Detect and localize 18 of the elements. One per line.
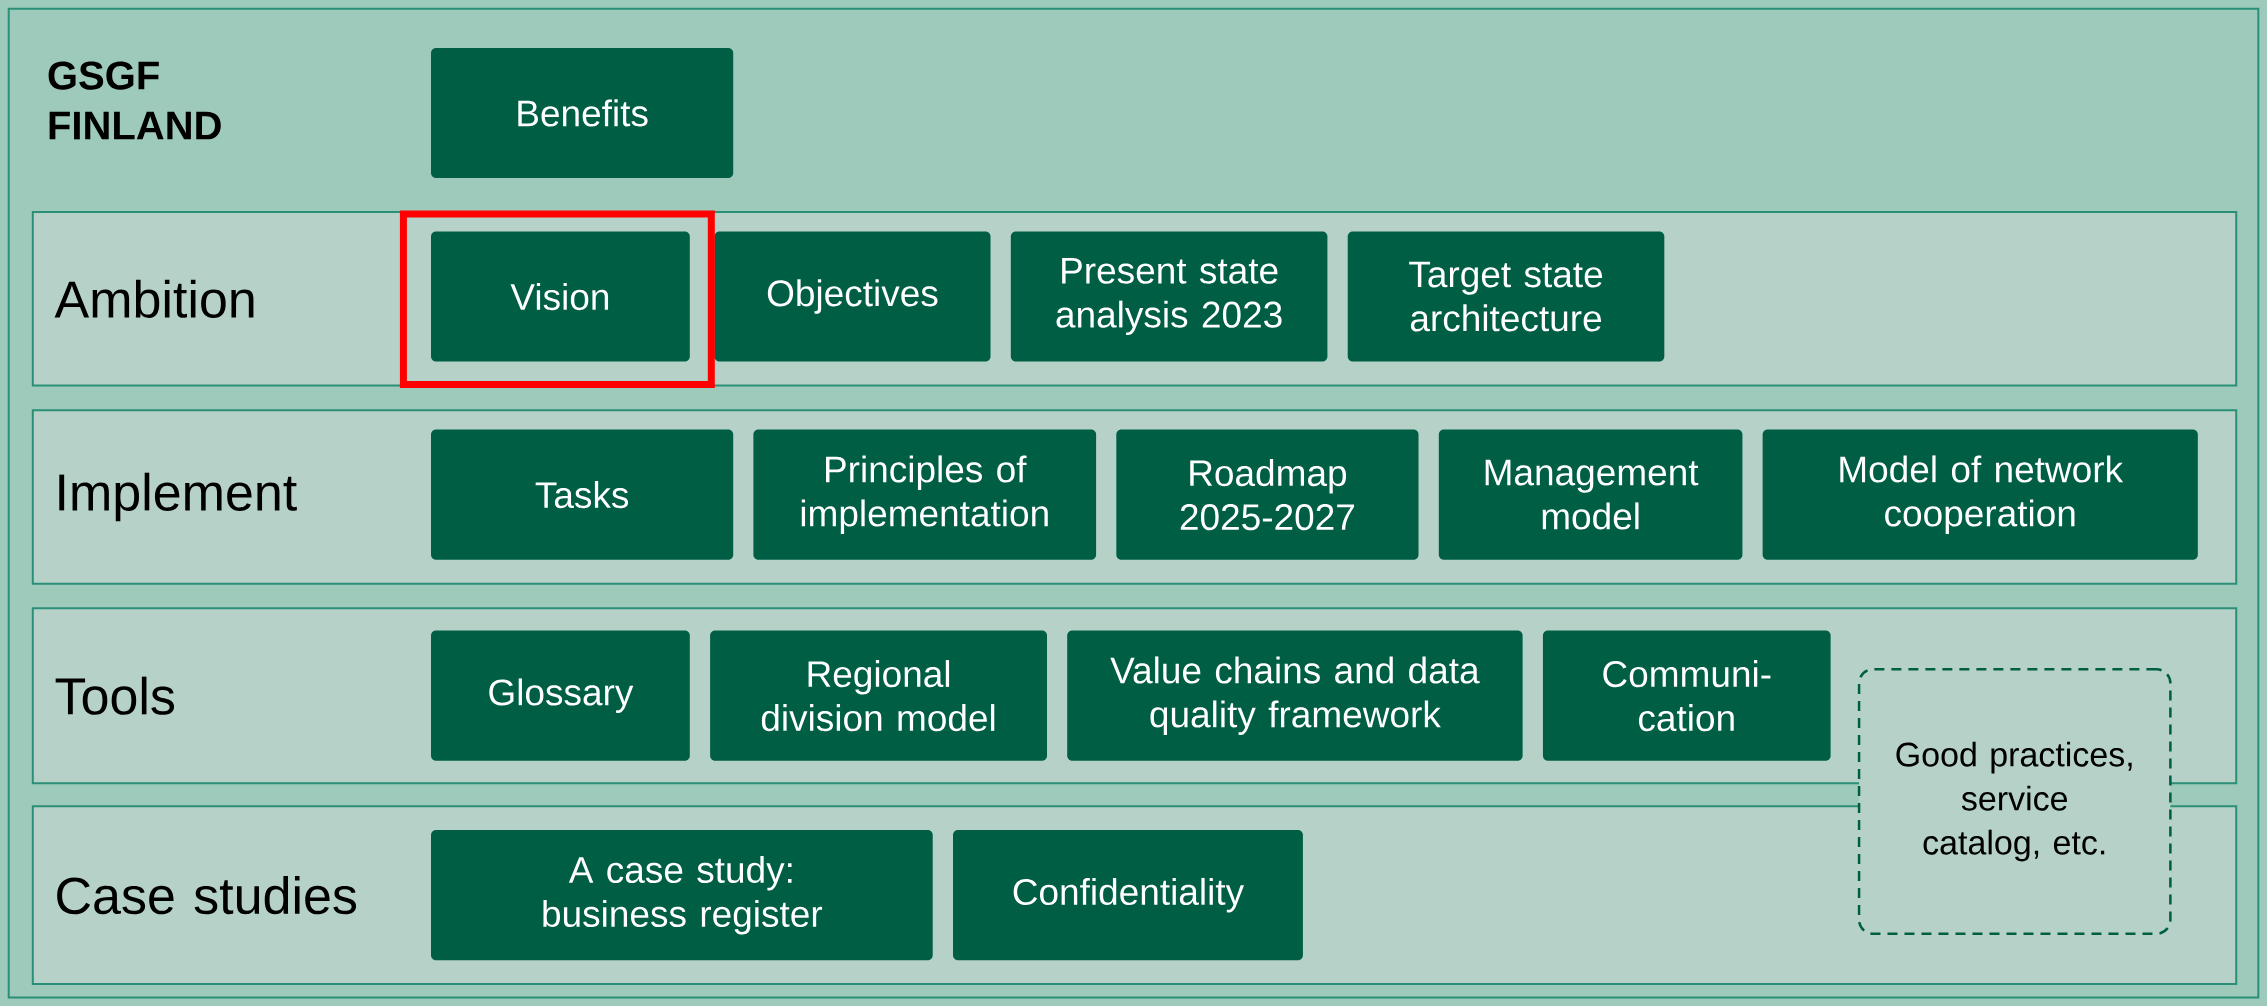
topic-box: Principles of implementation bbox=[753, 429, 1097, 560]
topic-box: Value chains and data quality framework bbox=[1067, 630, 1523, 761]
topic-box: Target state architecture bbox=[1347, 231, 1665, 362]
topic-box: Model of network cooperation bbox=[1762, 429, 2198, 560]
topic-box: Objectives bbox=[714, 231, 991, 362]
heading: GSGF FINLAND bbox=[48, 61, 221, 140]
topic-box: Regional division model bbox=[710, 630, 1047, 761]
topic-box: Benefits bbox=[431, 47, 734, 178]
topic-box: Communi- cation bbox=[1542, 630, 1831, 761]
topic-box: Glossary bbox=[431, 630, 690, 761]
topic-box: Tasks bbox=[431, 429, 734, 560]
note-box: Good practices, service catalog, etc. bbox=[1857, 667, 2172, 935]
topic-box: Roadmap 2025-2027 bbox=[1116, 429, 1419, 560]
topic-box: Management model bbox=[1438, 429, 1743, 560]
topic-box: Present state analysis 2023 bbox=[1010, 231, 1328, 362]
topic-box: Vision bbox=[431, 231, 690, 362]
topic-box: Confidentiality bbox=[953, 829, 1303, 961]
topic-box: A case study: business register bbox=[431, 829, 933, 961]
